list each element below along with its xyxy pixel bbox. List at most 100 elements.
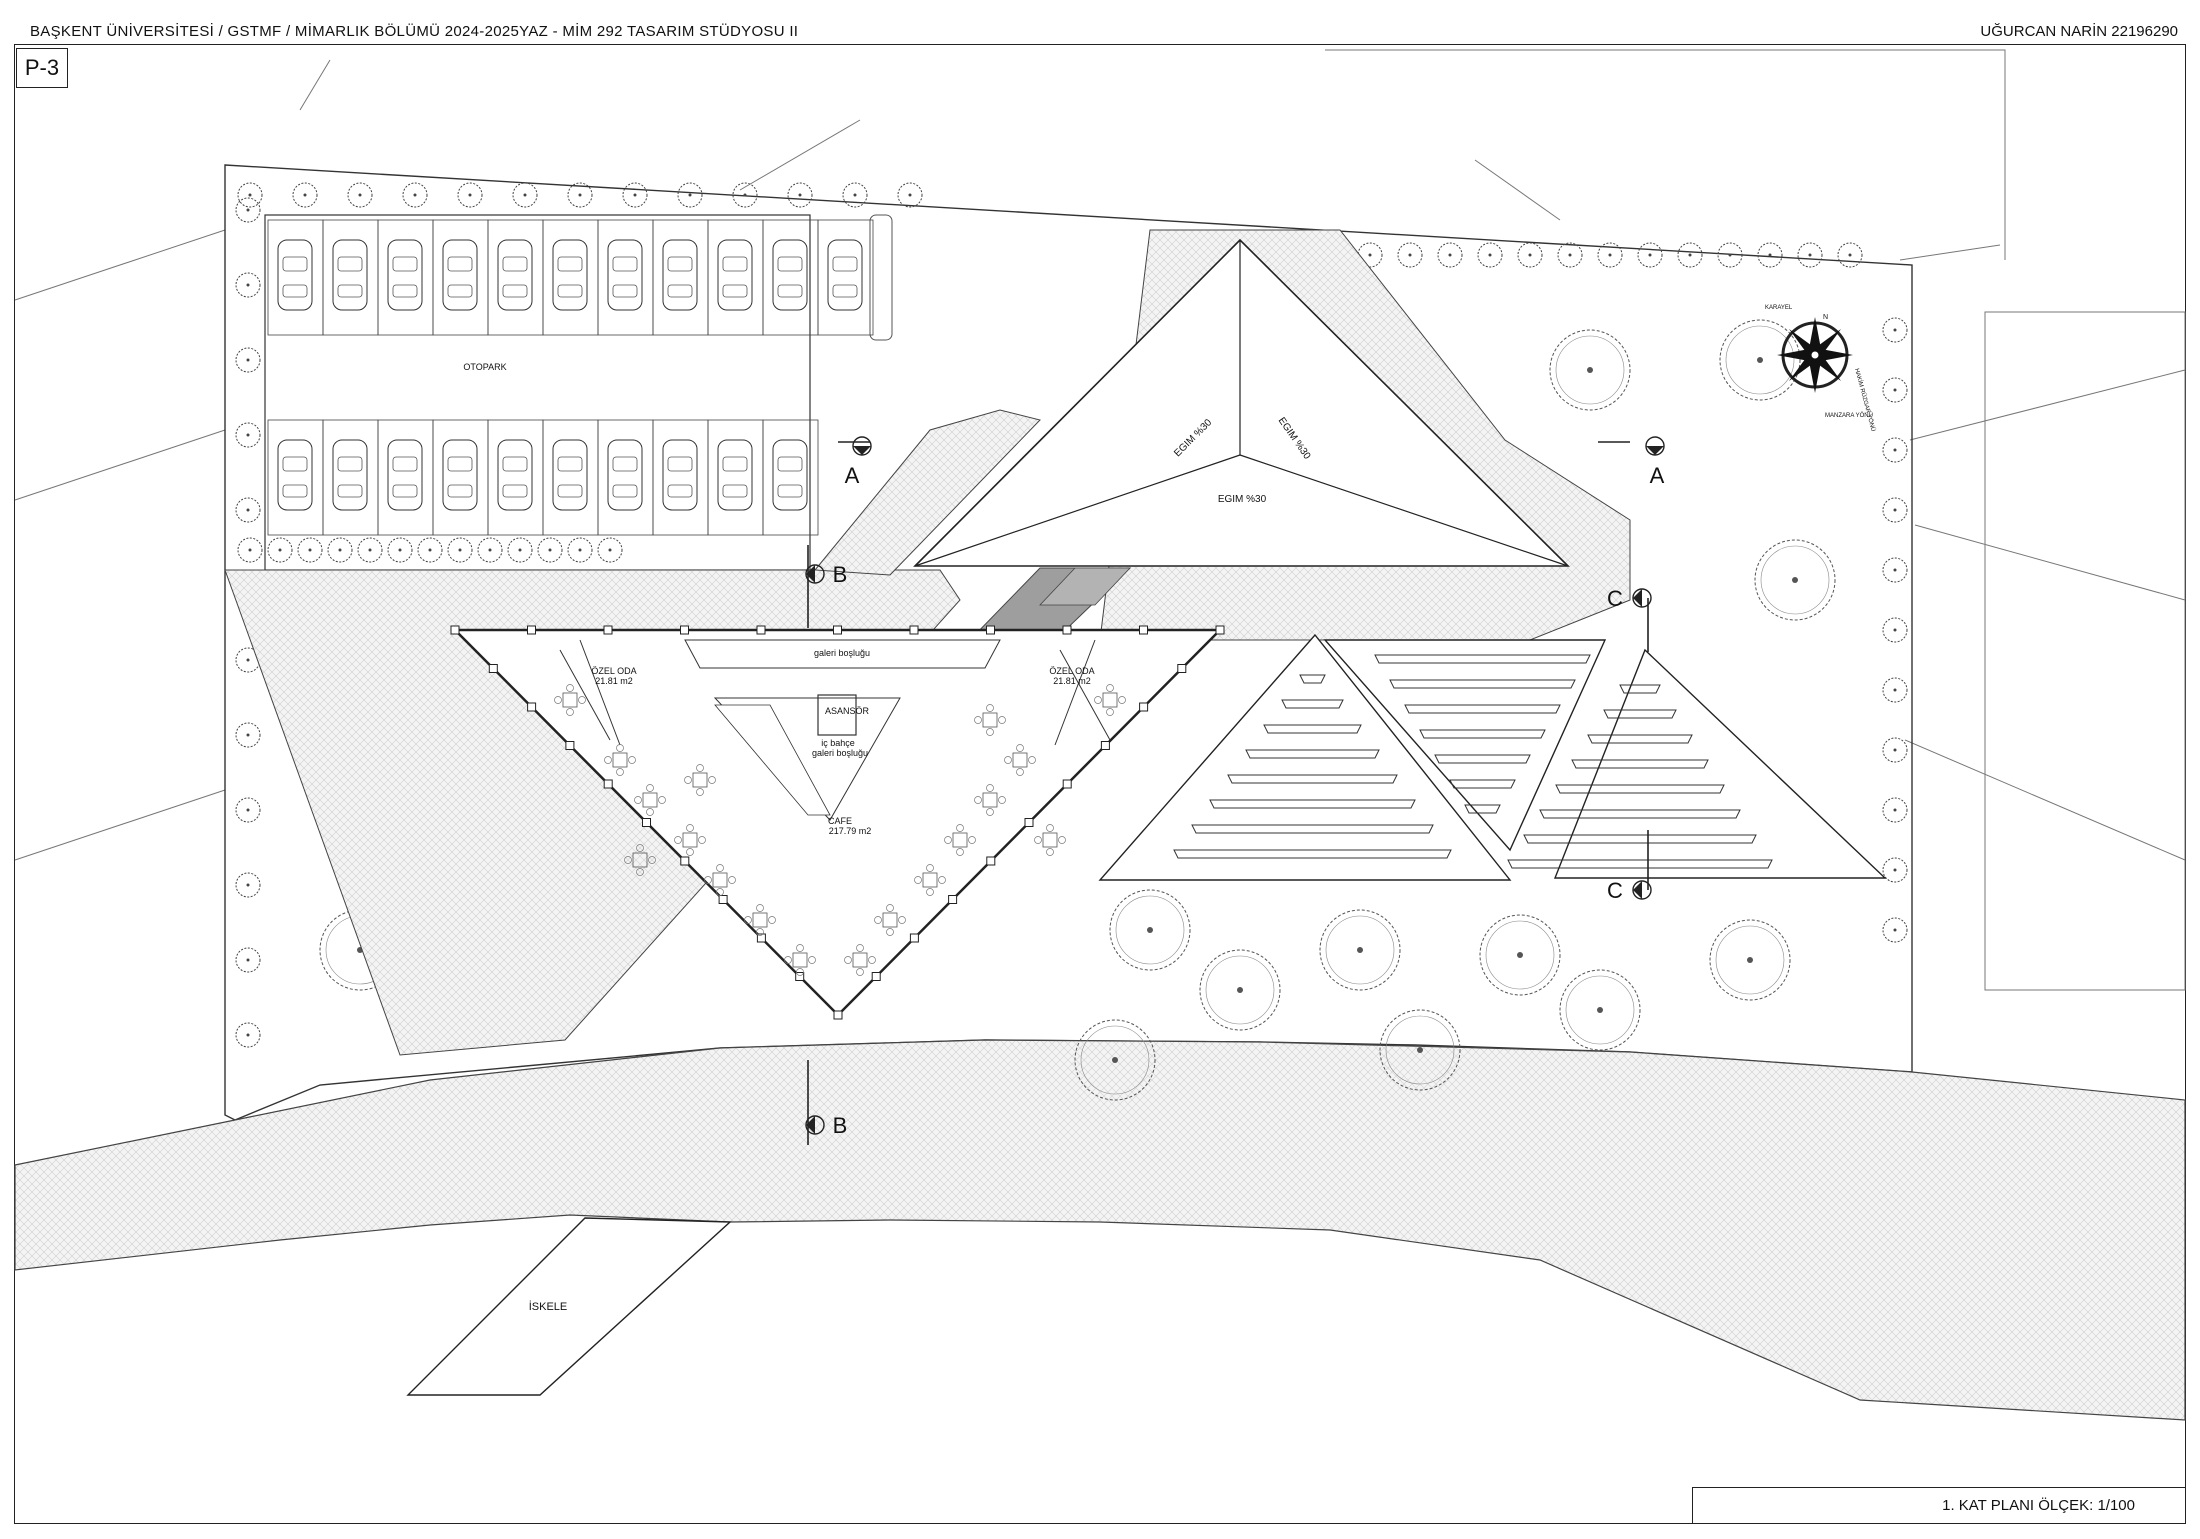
shrub-icon	[1517, 242, 1543, 268]
shrub-icon	[235, 797, 261, 823]
slope-label-3: EGIM %30	[1218, 494, 1267, 505]
parking-stall	[762, 419, 819, 536]
author-name-id: UĞURCAN NARİN 22196290	[1980, 23, 2178, 40]
inner-garden-void-label: galeri boşluğu	[812, 748, 868, 758]
shrub-icon	[327, 537, 353, 563]
terrace-step	[1281, 699, 1344, 709]
parked-car-icon	[387, 239, 423, 311]
shrub-icon	[235, 947, 261, 973]
cafe-area-label: 217.79 m2	[829, 826, 872, 836]
shrub-icon	[1882, 917, 1908, 943]
shrub-icon	[1637, 242, 1663, 268]
compass-label-view: MANZARA YÖNÜ	[1825, 412, 1873, 419]
shrub-icon	[235, 272, 261, 298]
shrub-icon	[507, 537, 533, 563]
sheet-header: BAŞKENT ÜNİVERSİTESİ / GSTMF / MİMARLIK …	[0, 0, 2200, 44]
column	[603, 625, 613, 635]
shrub-icon	[235, 347, 261, 373]
column	[1177, 664, 1187, 673]
compass-label-karayel: KARAYEL	[1765, 305, 1793, 311]
shrub-icon	[787, 182, 813, 208]
shrub-icon	[477, 537, 503, 563]
terrace-step	[1245, 749, 1380, 759]
section-label-c-bottom: C	[1607, 878, 1623, 903]
tree-icon	[1319, 909, 1401, 991]
parked-car-icon	[442, 439, 478, 511]
column	[795, 972, 805, 981]
terrace-step	[1449, 779, 1516, 789]
column	[986, 856, 996, 866]
column	[718, 895, 728, 904]
building-footprint	[451, 628, 1224, 1017]
section-mark-a-left	[852, 436, 872, 456]
parked-car-icon	[332, 239, 368, 311]
terrace-step	[1539, 809, 1741, 819]
parked-car-icon	[442, 239, 478, 311]
shrub-icon	[1882, 317, 1908, 343]
terrace-step	[1227, 774, 1398, 784]
elevator-label: ASANSÖR	[825, 706, 870, 716]
private-room-right-area: 21.81 m2	[1053, 676, 1091, 686]
column	[909, 625, 919, 635]
private-room-left-area: 21.81 m2	[595, 676, 633, 686]
shrub-icon	[457, 182, 483, 208]
parked-car-icon	[277, 439, 313, 511]
parked-car-icon	[772, 239, 808, 311]
column	[642, 818, 651, 827]
column	[986, 625, 995, 635]
shrub-icon	[417, 537, 443, 563]
roof-pyramid	[913, 238, 1570, 641]
column	[833, 625, 842, 635]
column	[603, 779, 613, 789]
shrub-icon	[1557, 242, 1583, 268]
column	[1100, 741, 1110, 750]
column	[488, 664, 498, 673]
shrub-icon	[235, 722, 261, 748]
shrub-icon	[387, 537, 413, 563]
shrub-icon	[357, 537, 383, 563]
cafe-table-icon	[1034, 824, 1066, 856]
column	[756, 933, 766, 943]
terrace-step	[1587, 734, 1693, 744]
terrace-step	[1404, 704, 1561, 714]
tree-icon	[1549, 329, 1631, 411]
shrub-icon	[1882, 437, 1908, 463]
column	[1062, 779, 1072, 789]
shrub-icon	[1882, 737, 1908, 763]
shrub-icon	[1677, 242, 1703, 268]
shrub-icon	[1477, 242, 1503, 268]
shrub-icon	[677, 182, 703, 208]
terrace-step	[1263, 724, 1362, 734]
parked-car-icon	[717, 239, 753, 311]
shrub-icon	[897, 182, 923, 208]
shrub-icon	[1397, 242, 1423, 268]
tree-icon	[1709, 919, 1791, 1001]
shrub-icon	[292, 182, 318, 208]
column	[756, 625, 766, 635]
parked-car-icon	[552, 239, 588, 311]
parked-car-icon	[827, 239, 863, 311]
column	[450, 625, 460, 635]
road	[14, 1039, 2186, 1421]
parked-car-icon	[607, 439, 643, 511]
shrub-icon	[235, 1022, 261, 1048]
column	[565, 741, 575, 750]
shrub-icon	[267, 537, 293, 563]
north-letter: N	[1823, 314, 1828, 321]
section-label-b-bottom: B	[833, 1113, 848, 1138]
terrace-step	[1571, 759, 1709, 769]
building-columns	[450, 625, 1225, 1020]
terrace-step	[1507, 859, 1773, 869]
shrub-icon	[1757, 242, 1783, 268]
section-mark-a-right	[1645, 436, 1665, 456]
column	[1139, 702, 1149, 712]
terrace-step	[1173, 849, 1452, 859]
private-room-right-label: ÖZEL ODA	[1049, 666, 1094, 676]
shrub-icon	[235, 197, 261, 223]
parked-car-icon	[607, 239, 643, 311]
terrace-step	[1419, 729, 1546, 739]
terrace-step	[1603, 709, 1677, 719]
parked-car-icon	[552, 439, 588, 511]
tree-icon	[1199, 949, 1281, 1031]
